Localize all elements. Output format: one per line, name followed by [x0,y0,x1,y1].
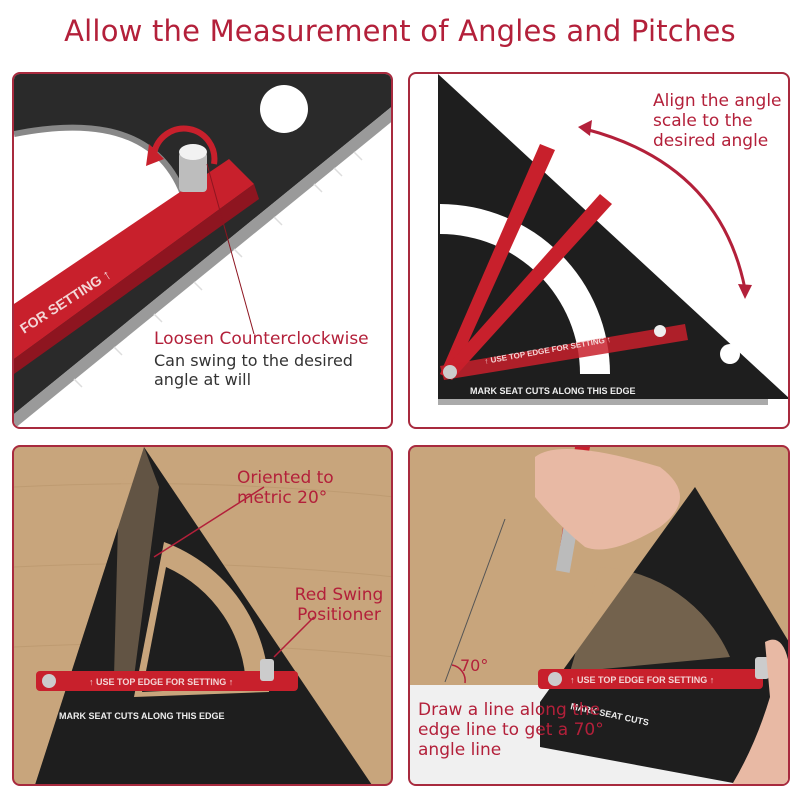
positioner-heading: Red Swing Positioner [294,585,384,625]
edge-text: MARK SEAT CUTS ALONG THIS EDGE [470,386,636,396]
panel-metric: ↑ USE TOP EDGE FOR SETTING ↑ MARK SEAT C… [12,445,393,786]
panel-draw: MARK SEAT CUTS ↑ USE TOP EDGE FOR SETTIN… [408,445,790,786]
square-swing-illustration: ↑ USE TOP EDGE FOR SETTING ↑ MARK SEAT C… [438,74,788,405]
drawing-line-illustration: MARK SEAT CUTS ↑ USE TOP EDGE FOR SETTIN… [410,447,788,784]
loosen-body: Can swing to the desired angle at will [154,351,353,389]
square-on-wood-illustration: ↑ USE TOP EDGE FOR SETTING ↑ MARK SEAT C… [14,447,391,784]
panel-loosen: FOR SETTING ↑ Loosen Counterclockwise Ca… [12,72,393,429]
tool-text: ↑ USE TOP EDGE FOR SETTING ↑ [570,675,714,685]
square-closeup-illustration: FOR SETTING ↑ [14,74,391,427]
page-title: Allow the Measurement of Angles and Pitc… [64,14,736,48]
metric-heading: Oriented to metric 20° [237,468,334,508]
panel-align: ↑ USE TOP EDGE FOR SETTING ↑ MARK SEAT C… [408,72,790,429]
loosen-heading: Loosen Counterclockwise [154,329,369,349]
draw-heading: Draw a line along the edge line to get a… [418,700,604,760]
tool-text: ↑ USE TOP EDGE FOR SETTING ↑ [89,677,233,687]
edge-text: MARK SEAT CUTS ALONG THIS EDGE [59,711,225,721]
align-heading: Align the angle scale to the desired ang… [653,91,782,151]
angle-label: 70° [460,656,489,675]
